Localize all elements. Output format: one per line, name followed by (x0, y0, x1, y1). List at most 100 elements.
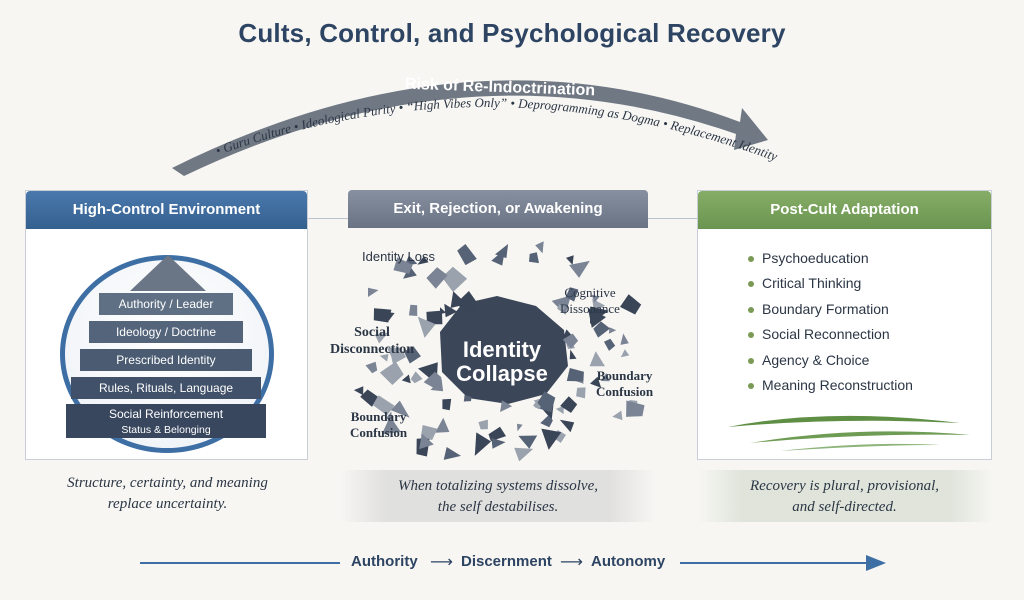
brush-stroke-decoration (728, 415, 970, 451)
shard (417, 256, 429, 265)
shard (419, 433, 434, 450)
progression-line-left (140, 562, 340, 564)
label-line: Cognitive (564, 285, 616, 300)
recovery-list: Psychoeducation Critical Thinking Bounda… (748, 250, 913, 402)
shard (569, 260, 590, 278)
progression-line-right (680, 562, 870, 564)
shard (381, 416, 401, 435)
shard (443, 447, 461, 460)
pyramid-tier-base-sub: Status & Belonging (121, 424, 211, 436)
shard (474, 432, 491, 456)
connector-left (308, 218, 348, 219)
shard (569, 349, 577, 360)
shard (626, 400, 645, 417)
shard (587, 307, 606, 328)
shard (557, 304, 565, 312)
shard (421, 425, 438, 441)
label-line: Social (354, 325, 390, 340)
caption-line: the self destabilises. (437, 499, 559, 515)
caption-left: Structure, certainty, and meaning replac… (40, 473, 295, 515)
panel-exit: Exit, Rejection, or Awakening (348, 190, 648, 460)
label-line: Confusion (596, 384, 654, 399)
shard (608, 327, 617, 334)
shard (455, 291, 480, 315)
shard (368, 287, 379, 297)
shard (590, 376, 602, 388)
pyramid-tier: Rules, Rituals, Language (71, 377, 261, 399)
arrow-right-icon: ⟶ (430, 554, 453, 571)
shard (600, 373, 610, 382)
shard (591, 294, 600, 303)
list-item-label: Social Reconnection (762, 326, 890, 343)
shard (604, 338, 616, 351)
list-item-label: Boundary Formation (762, 300, 889, 317)
arc-items-text: • Guru Culture • Ideological Purity • “H… (213, 95, 779, 164)
label-boundary-confusion-right: Boundary Confusion (596, 368, 653, 400)
shard (441, 266, 468, 292)
shard (385, 411, 392, 421)
re-indoctrination-arc: • Guru Culture • Ideological Purity • “H… (172, 80, 780, 176)
label-identity-loss: Identity Loss (362, 249, 435, 264)
progression-arrowhead-icon (866, 555, 886, 571)
progression-step: Discernment (461, 553, 552, 570)
page-title: Cults, Control, and Psychological Recove… (238, 18, 786, 48)
shard (620, 349, 630, 358)
shard (589, 351, 605, 367)
shard (435, 417, 450, 433)
list-item: Critical Thinking (748, 275, 913, 300)
shard (562, 333, 579, 349)
panel-title: Exit, Rejection, or Awakening (348, 190, 648, 228)
label-line: Confusion (350, 425, 408, 440)
shard (500, 400, 513, 412)
label-social-disconnection: Social Disconnection (330, 324, 414, 358)
shard (517, 423, 523, 432)
shard (373, 308, 392, 323)
label-cognitive-dissonance: Cognitive Dissonance (560, 285, 620, 317)
shard (390, 400, 410, 418)
list-item-label: Critical Thinking (762, 275, 862, 292)
caption-line: Structure, certainty, and meaning (67, 475, 268, 491)
caption-line: and self-directed. (792, 499, 897, 515)
shard (365, 361, 378, 374)
shard (390, 351, 406, 365)
list-item: Meaning Reconstruction (748, 377, 913, 402)
shard (379, 361, 404, 385)
shard (360, 389, 378, 407)
caption-shade-mid (340, 470, 656, 522)
pyramid-apex (130, 255, 206, 291)
shard (478, 419, 488, 430)
shard (442, 398, 452, 411)
shard (535, 241, 544, 254)
label-line: Boundary (350, 409, 407, 424)
shard (457, 244, 477, 266)
shard (488, 426, 506, 442)
identity-collapse-graphic (353, 241, 645, 462)
shard (593, 321, 611, 338)
identity-collapse-center: Identity Collapse (428, 338, 576, 386)
shard (495, 244, 509, 259)
arc-arrow-shape (172, 80, 768, 176)
list-item: Agency & Choice (748, 352, 913, 377)
shard (444, 303, 458, 318)
shard (423, 371, 442, 390)
caption-line: When totalizing systems dissolve, (398, 478, 598, 494)
shard (533, 401, 541, 410)
list-item: Social Reconnection (748, 326, 913, 351)
shard (560, 396, 578, 413)
shard (491, 249, 506, 266)
bullet-icon (748, 357, 754, 364)
caption-mid: When totalizing systems dissolve, the se… (348, 476, 648, 518)
collapse-core (440, 296, 568, 404)
shard (374, 332, 389, 344)
shard (620, 333, 629, 345)
caption-right: Recovery is plural, provisional, and sel… (697, 476, 992, 518)
center-line: Collapse (456, 361, 548, 386)
shard (555, 405, 564, 415)
connector-right (648, 218, 697, 219)
shard (491, 438, 506, 449)
label-line: Disconnection (330, 342, 414, 357)
bullet-icon (748, 306, 754, 313)
list-item-label: Agency & Choice (762, 351, 870, 368)
panel-title: Post-Cult Adaptation (698, 191, 991, 229)
shard (620, 294, 642, 315)
